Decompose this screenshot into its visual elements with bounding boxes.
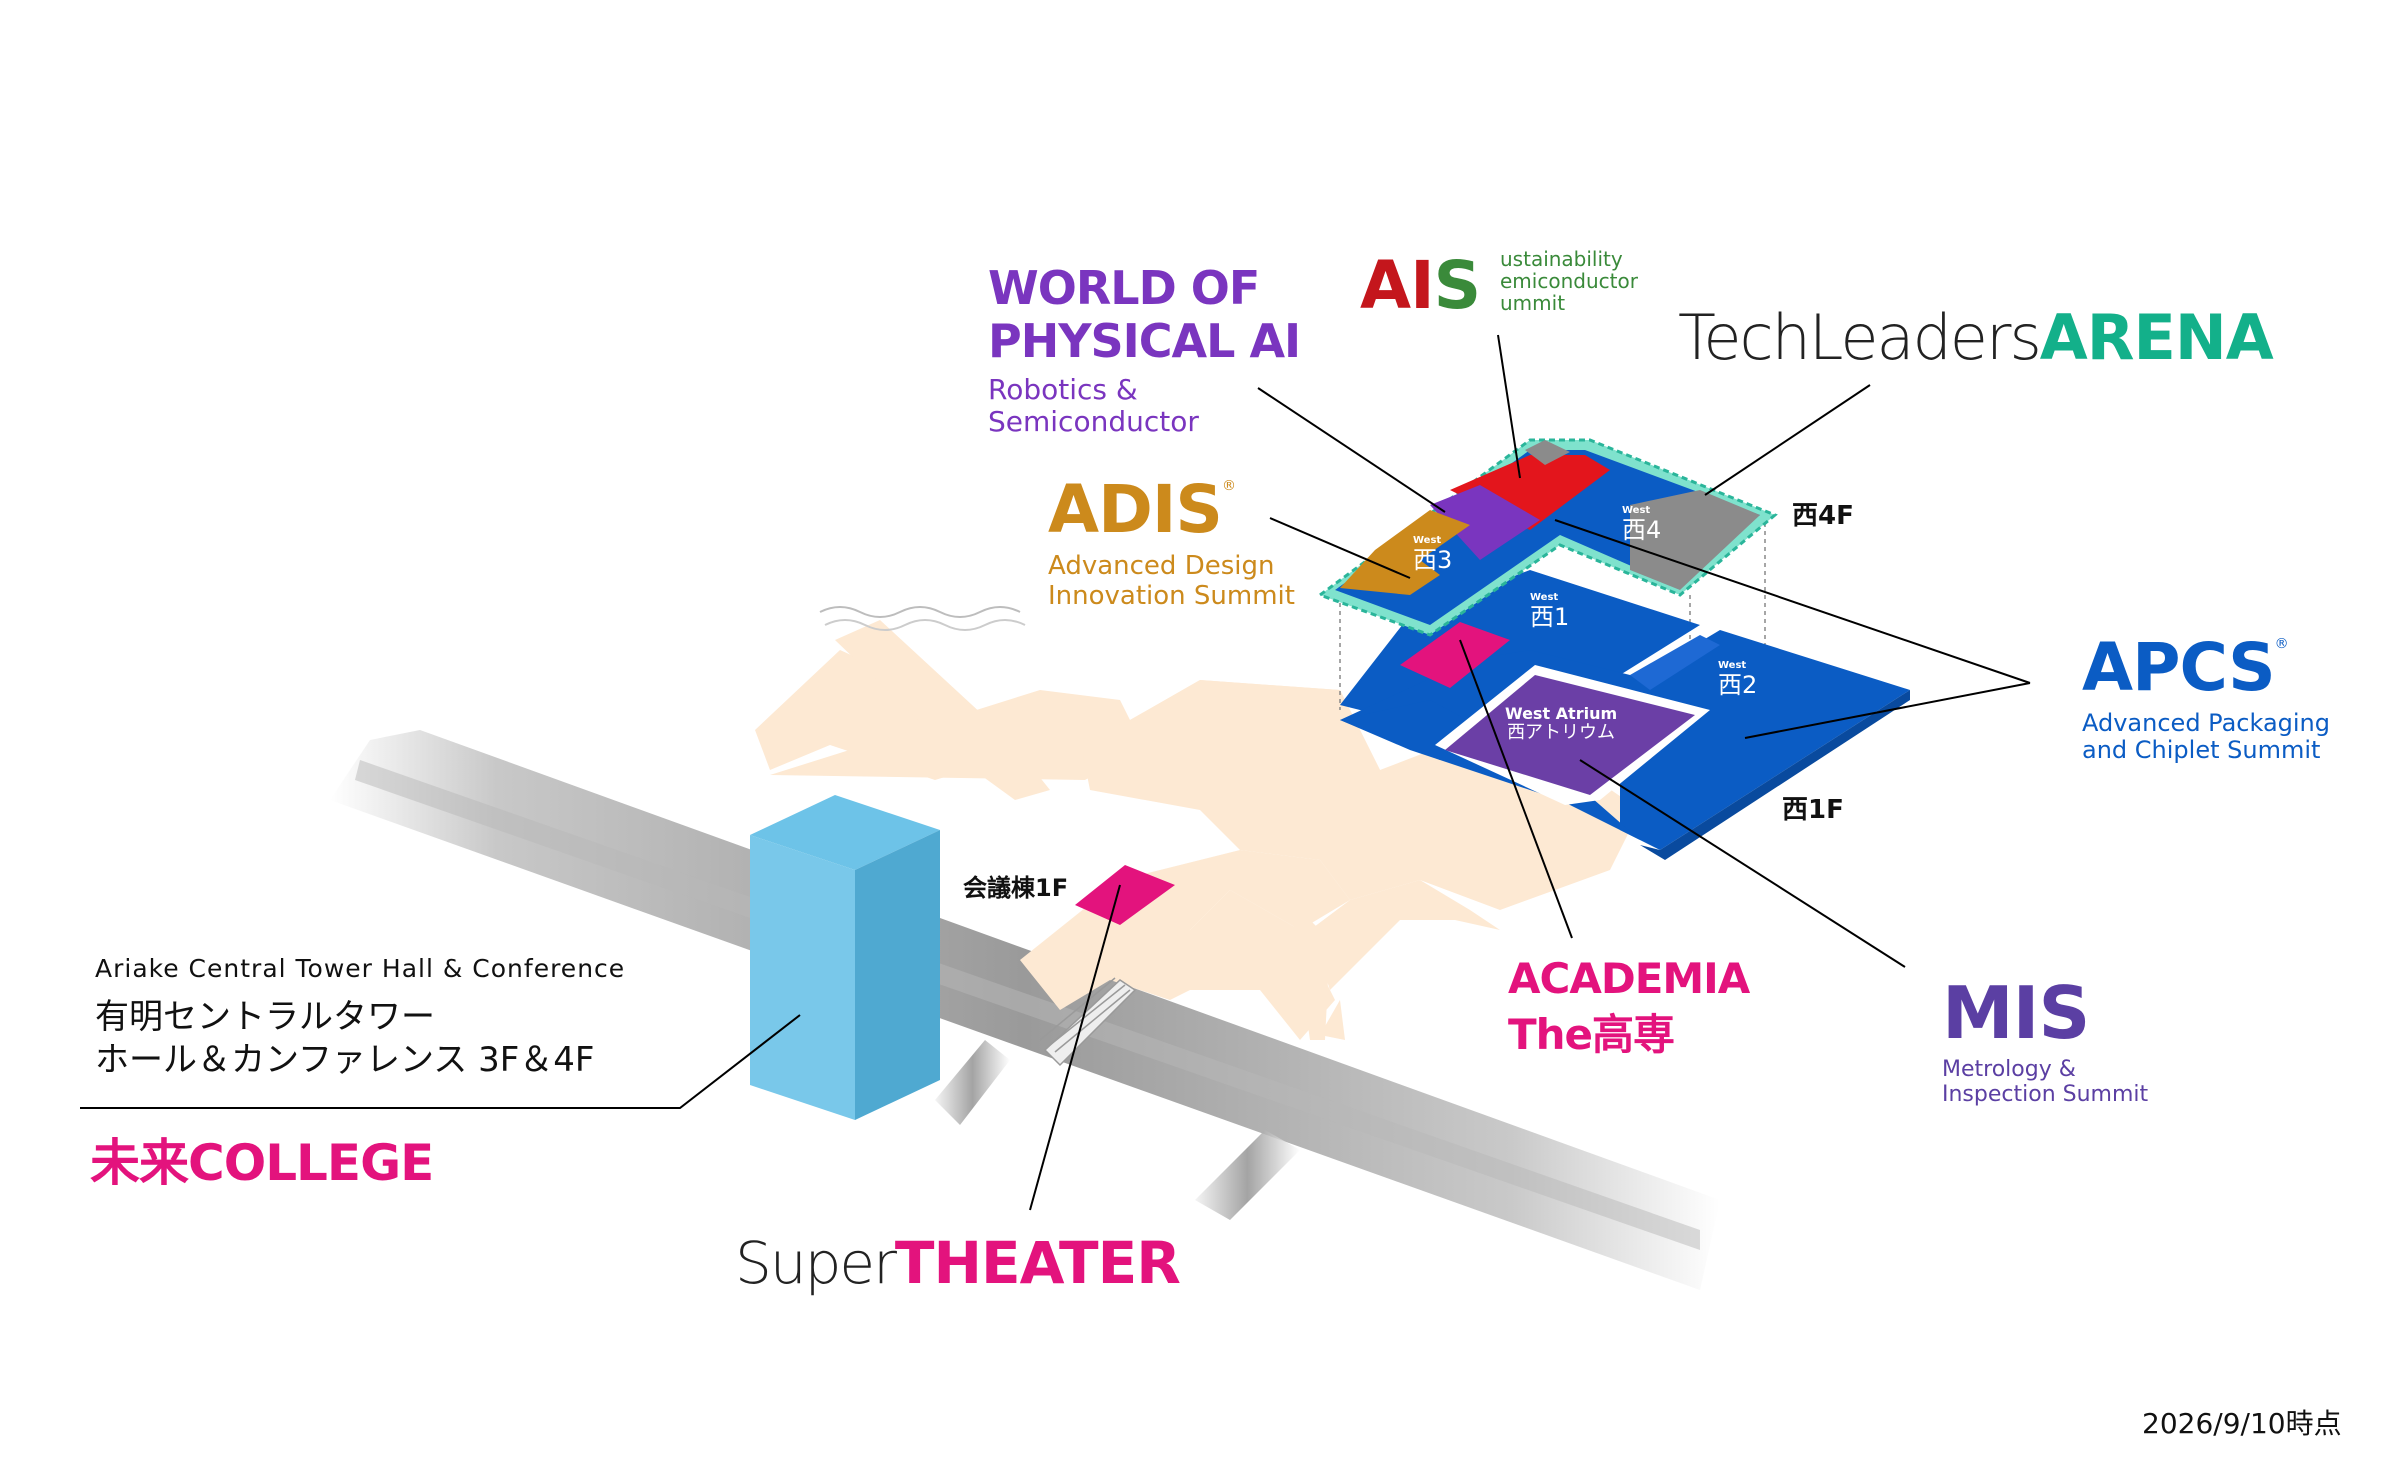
stairs [1039, 977, 1137, 1067]
floor-west-4f: 西4F [1792, 501, 1854, 531]
hall-west2-label: West 西2 [1718, 660, 1757, 699]
techleaders-bold: ARENA [2039, 301, 2274, 374]
ariake-en: Ariake Central Tower Hall & Conference [95, 954, 626, 983]
hall-west1-jp: 西1 [1530, 602, 1570, 631]
apcs-sub1: Advanced Packaging [2082, 708, 2331, 737]
mis-sub1: Metrology & [1942, 1056, 2076, 1082]
apcs-sub2: and Chiplet Summit [2082, 736, 2321, 765]
adis-label[interactable]: ADIS® Advanced Design Innovation Summit [1048, 472, 1295, 612]
ais-label[interactable]: AIS [1360, 247, 1482, 324]
academia-label[interactable]: ACADEMIA The高専 [1508, 954, 1750, 1060]
atrium-en: West Atrium [1505, 704, 1618, 723]
apcs-label[interactable]: APCS® Advanced Packaging and Chiplet Sum… [2082, 630, 2330, 765]
hall-west3-jp: 西3 [1413, 545, 1453, 574]
as-of-date: 2026/9/10時点 [2142, 1407, 2342, 1440]
mis-title: MIS [1942, 971, 2090, 1055]
adis-title: ADIS [1048, 471, 1223, 548]
hall-west1-label: West 西1 [1530, 592, 1569, 631]
hall-west4-en: West [1622, 505, 1651, 516]
hall-west2-shape[interactable] [1620, 630, 1910, 850]
mirai-college-label[interactable]: 未来COLLEGE [90, 1134, 434, 1192]
hall-west2-jp: 西2 [1718, 670, 1758, 699]
hall-west3-en: West [1413, 535, 1442, 546]
supertheater-label[interactable]: SuperTHEATER [735, 1229, 1181, 1297]
supertheater-bold: THEATER [894, 1229, 1181, 1297]
promenade [755, 620, 1640, 1040]
academia-line1: ACADEMIA [1508, 954, 1750, 1003]
ariake-jp1: 有明セントラルタワー [95, 996, 435, 1037]
side-road-1 [935, 1040, 1010, 1125]
supertheater-light: Super [735, 1229, 897, 1297]
adis-sub2: Innovation Summit [1048, 580, 1295, 611]
wopai-sub2: Semiconductor [988, 404, 1199, 438]
conference-1f-booth[interactable] [1075, 865, 1175, 925]
academia-line2: The高専 [1508, 1010, 1675, 1060]
ais-sub3: ummit [1500, 291, 1566, 315]
leader-lines [80, 334, 2031, 1211]
techleaders-arena-label[interactable]: TechLeadersARENA [1678, 301, 2274, 374]
ais-sub2: emiconductor [1500, 269, 1638, 293]
techleaders-light: TechLeaders [1678, 301, 2042, 374]
mis-label[interactable]: MIS Metrology & Inspection Summit [1942, 972, 2148, 1107]
atrium-label: West Atrium 西アトリウム [1505, 704, 1618, 744]
hall-west4-jp: 西4 [1622, 515, 1662, 544]
atrium-jp: 西アトリウム [1507, 722, 1616, 744]
world-of-physical-ai-label[interactable]: WORLD OF PHYSICAL AI Robotics & Semicond… [988, 261, 1301, 438]
adis-sub1: Advanced Design [1048, 550, 1275, 581]
floor-west-1f: 西1F [1782, 795, 1844, 825]
mis-sub2: Inspection Summit [1942, 1082, 2149, 1108]
apcs-reg: ® [2274, 636, 2289, 652]
hall-west1-connector [1630, 635, 1720, 690]
floor-conference-1f: 会議棟1F [963, 874, 1069, 902]
ais-i: I [1410, 247, 1435, 324]
wopai-sub1: Robotics & [988, 372, 1138, 406]
apcs-title: APCS [2082, 629, 2276, 706]
ais-s: S [1433, 247, 1482, 324]
wopai-line2: PHYSICAL AI [988, 313, 1301, 368]
academia-booth[interactable] [1400, 622, 1510, 688]
main-road [330, 730, 1720, 1290]
hall-west3-label: West 西3 [1413, 535, 1452, 574]
wopai-line1: WORLD OF [988, 261, 1260, 315]
west-4f-floor[interactable] [1316, 438, 1778, 637]
ais-a: A [1360, 247, 1411, 324]
ariake-label[interactable]: Ariake Central Tower Hall & Conference 有… [95, 954, 626, 1080]
ais-sub1: ustainability [1500, 247, 1623, 271]
hall-west2-en: West [1718, 660, 1747, 671]
hall-west1-en: West [1530, 592, 1559, 603]
ais-sub: ustainability emiconductor ummit [1500, 248, 1638, 314]
shoreline [819, 606, 1021, 618]
adis-reg: ® [1221, 478, 1236, 494]
ariake-jp2: ホール＆カンファレンス 3F＆4F [95, 1039, 595, 1080]
hall-west4-label: West 西4 [1622, 505, 1661, 544]
side-road-2 [1195, 1130, 1300, 1220]
ariake-tower[interactable] [750, 795, 940, 1120]
